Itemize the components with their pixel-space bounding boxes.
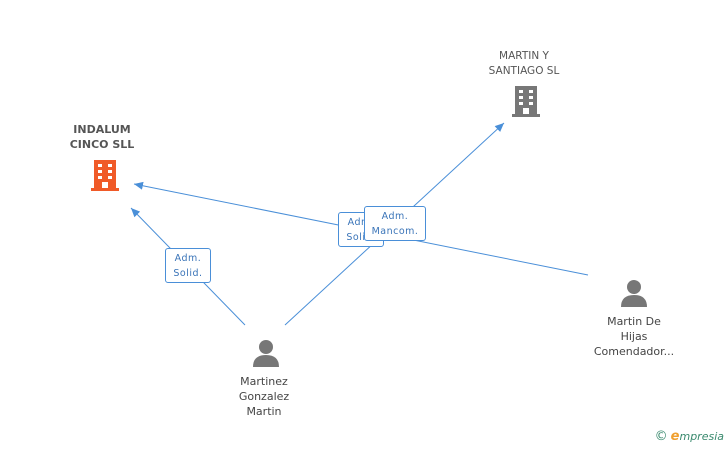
company-indalum-name-line2: CINCO SLL (69, 138, 135, 151)
badge-line1: Adm. (347, 217, 375, 228)
company-martin-santiago-name-line1: MARTIN Y (499, 50, 549, 62)
badge-line2: Mancom. (371, 226, 419, 237)
badge-line2: Solid. (173, 268, 203, 279)
copyright-symbol: © (654, 429, 668, 444)
relationship-badge-adm-mancom[interactable]: Adm. Mancom. (364, 206, 426, 241)
badge-line2: Solid. (346, 232, 376, 243)
person-martin-de-hijas-name-line3: Comendador... (593, 345, 675, 358)
brand-initial: e (670, 429, 680, 444)
person-martin-de-hijas-name-line1: Martin De (607, 315, 661, 328)
brand-rest: mpresia (679, 430, 724, 443)
company-martin-santiago-name-line2: SANTIAGO SL (488, 65, 560, 77)
person-martin-de-hijas-name-line2: Hijas (620, 330, 648, 343)
company-indalum-name-line1: INDALUM (73, 123, 131, 136)
person-martinez-name-line2: Gonzalez (238, 390, 290, 403)
person-icon[interactable] (251, 338, 281, 368)
company-indalum-label[interactable]: INDALUM CINCO SLL (52, 122, 152, 152)
person-martinez-name-line1: Martinez (240, 375, 288, 388)
building-icon[interactable] (89, 158, 121, 192)
building-icon[interactable] (510, 84, 542, 118)
company-martin-santiago-label[interactable]: MARTIN Y SANTIAGO SL (474, 49, 574, 79)
empresia-logo-text: empresia (671, 429, 724, 444)
person-martinez-label[interactable]: Martinez Gonzalez Martin (214, 374, 314, 419)
badge-line1: Adm. (174, 253, 202, 264)
person-martinez-name-line3: Martin (246, 405, 282, 418)
person-icon[interactable] (619, 278, 649, 308)
relationship-badge-adm-solid[interactable]: Adm. Solid. (165, 248, 211, 283)
badge-line1: Adm. (381, 211, 409, 222)
person-martin-de-hijas-label[interactable]: Martin De Hijas Comendador... (579, 314, 689, 359)
empresia-watermark: © empresia (655, 429, 724, 444)
